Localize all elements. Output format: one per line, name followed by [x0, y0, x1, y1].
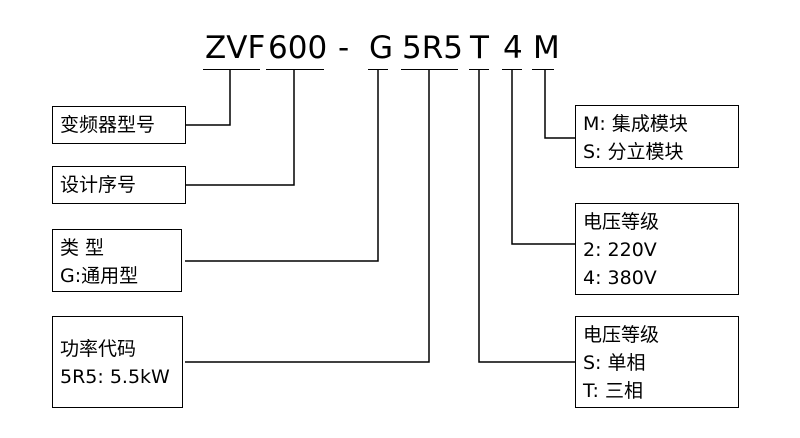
underline-type — [368, 69, 388, 70]
box-design-sequence-line1: 设计序号 — [60, 174, 137, 196]
box-power-code: 功率代码 5R5: 5.5kW — [52, 316, 183, 408]
connector-power — [185, 70, 430, 363]
code-voltage: 4 — [503, 30, 523, 66]
box-voltage-level-line3: 4: 380V — [583, 267, 657, 289]
code-design: 600 — [268, 30, 328, 66]
code-phase: T — [470, 30, 489, 66]
underline-series — [203, 69, 260, 70]
code-type: G — [369, 30, 394, 66]
connector-phase — [478, 70, 575, 363]
box-power-code-line2: 5R5: 5.5kW — [60, 366, 170, 388]
box-module-line2: S: 分立模块 — [583, 141, 684, 163]
code-module: M — [533, 30, 560, 66]
underline-phase — [469, 69, 489, 70]
box-voltage-level-line1: 电压等级 — [583, 211, 660, 233]
box-type: 类 型 G:通用型 — [52, 229, 182, 292]
underline-power — [401, 69, 458, 70]
box-power-code-line1: 功率代码 — [60, 338, 137, 360]
underline-design — [266, 69, 324, 70]
connector-model — [185, 70, 231, 126]
box-module: M: 集成模块 S: 分立模块 — [575, 105, 739, 168]
connector-voltage — [511, 70, 575, 245]
code-series: ZVF — [205, 30, 266, 66]
box-type-line1: 类 型 — [60, 237, 105, 259]
connector-module — [544, 70, 575, 139]
underline-module — [532, 69, 554, 70]
box-type-line2: G:通用型 — [60, 265, 139, 287]
code-power: 5R5 — [402, 30, 463, 66]
box-phase-line1: 电压等级 — [583, 324, 660, 346]
connector-type — [185, 70, 379, 262]
connector-design — [185, 70, 295, 186]
underline-voltage — [502, 69, 522, 70]
box-voltage-level-line2: 2: 220V — [583, 239, 657, 261]
box-design-sequence: 设计序号 — [52, 166, 186, 204]
box-phase: 电压等级 S: 单相 T: 三相 — [575, 316, 739, 408]
code-dash: - — [338, 30, 350, 66]
box-phase-line2: S: 单相 — [583, 352, 646, 374]
box-model-number-line1: 变频器型号 — [60, 114, 156, 136]
box-model-number: 变频器型号 — [52, 106, 186, 144]
box-module-line1: M: 集成模块 — [583, 113, 688, 135]
box-phase-line3: T: 三相 — [583, 380, 643, 402]
box-voltage-level: 电压等级 2: 220V 4: 380V — [575, 203, 739, 295]
